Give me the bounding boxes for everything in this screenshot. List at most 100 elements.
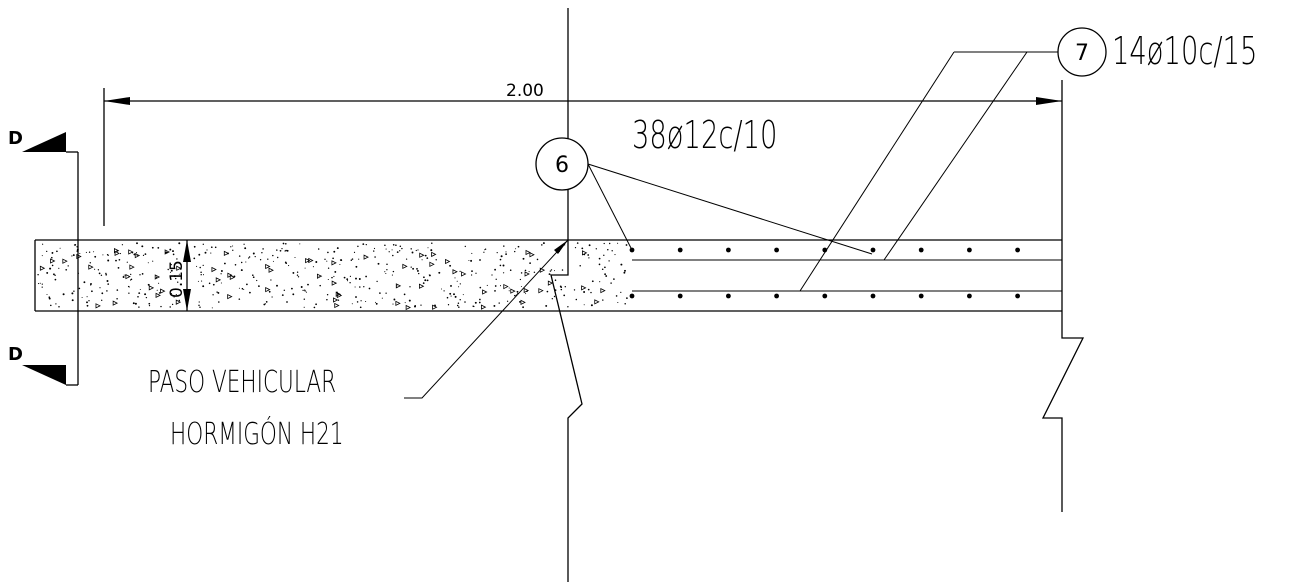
hatch-dot (249, 291, 251, 294)
slab-outline (34, 239, 1062, 312)
section-arrow-bottom (22, 365, 66, 385)
hatch-dot (357, 245, 359, 248)
hatch-dot (138, 292, 141, 294)
hatch-dot (54, 278, 57, 281)
hatch-dot (176, 258, 178, 260)
hatch-dot (102, 254, 104, 256)
hatch-dot (305, 291, 307, 293)
hatch-dot (296, 274, 299, 276)
hatch-dot (48, 296, 51, 299)
hatch-dot (508, 290, 510, 292)
hatch-dot (315, 261, 318, 263)
hatch-dot (300, 286, 303, 288)
hatch-dot (37, 283, 40, 285)
hatch-dot (430, 249, 433, 252)
reinforcement-bars (632, 259, 1062, 292)
rebar-dot (677, 247, 683, 253)
hatch-dot (359, 306, 362, 309)
hatch-dot (602, 299, 604, 301)
hatch-dot (373, 250, 375, 252)
thickness-label: 0.15 (167, 260, 187, 298)
hatch-dot (604, 266, 606, 269)
hatch-dot (73, 290, 75, 292)
hatch-dot (388, 251, 390, 253)
hatch-aggregate (510, 288, 516, 294)
hatch-dot (284, 250, 286, 252)
hatch-aggregate (211, 266, 217, 273)
hatch-dot (252, 276, 255, 279)
hatch-dot (72, 254, 75, 257)
hatch-dot (292, 293, 295, 296)
hatch-aggregate (395, 283, 402, 289)
hatch-dot (105, 273, 108, 276)
hatch-dot (252, 274, 254, 276)
hatch-dot (475, 272, 477, 274)
hatch-dot (285, 243, 287, 245)
hatch-dot (332, 257, 334, 260)
hatch-dot (453, 293, 455, 296)
hatch-dot (151, 246, 154, 249)
hatch-dot (392, 254, 394, 257)
hatch-dot (418, 272, 420, 275)
hatch-dot (139, 274, 141, 276)
hatch-dot (414, 305, 417, 307)
hatch-aggregate (529, 252, 535, 258)
hatch-dot (202, 264, 204, 267)
hatch-dot (71, 292, 74, 295)
hatch-dot (608, 242, 611, 245)
hatch-dot (169, 265, 171, 267)
hatch-dot (522, 257, 525, 260)
hatch-dot (88, 300, 90, 302)
hatch-dot (262, 248, 264, 250)
hatch-dot (178, 273, 180, 275)
hatch-dot (58, 267, 60, 269)
hatch-dot (294, 256, 296, 259)
hatch-dot (363, 286, 365, 288)
hatch-dot (625, 244, 628, 246)
hatch-dot (318, 275, 320, 277)
hatch-dot (458, 286, 460, 288)
hatch-dot (360, 300, 362, 302)
hatch-dot (261, 252, 263, 254)
hatch-aggregate (268, 267, 274, 273)
hatch-aggregate (419, 283, 425, 289)
hatch-dot (200, 271, 202, 273)
hatch-dot (377, 262, 380, 265)
hatch-dot (158, 282, 160, 284)
hatch-dot (67, 265, 69, 267)
hatch-dot (324, 258, 326, 260)
hatch-dot (303, 306, 305, 308)
hatch-dot (353, 251, 356, 254)
hatch-dot (449, 292, 452, 295)
hatch-dot (428, 274, 430, 276)
hatch-dot (536, 258, 539, 261)
hatch-dot (464, 301, 466, 303)
hatch-aggregate (395, 300, 401, 307)
hatch-dot (605, 275, 608, 277)
hatch-dot (386, 269, 388, 271)
hatch-dot (94, 268, 96, 270)
hatch-dot (276, 249, 278, 251)
hatch-dot (288, 265, 290, 267)
callout-7-leader-a (799, 51, 955, 292)
hatch-dot (220, 270, 223, 272)
hatch-dot (440, 288, 443, 290)
hatch-dot (46, 250, 48, 253)
hatch-dot (212, 294, 214, 296)
hatch-dot (623, 271, 626, 274)
hatch-dot (499, 264, 502, 267)
hatch-dot (484, 249, 486, 251)
hatch-dot (403, 293, 406, 296)
hatch-dot (471, 270, 473, 272)
hatch-dot (240, 261, 243, 264)
rebar-dot (726, 247, 731, 253)
hatch-dot (614, 254, 616, 256)
hatch-dot (263, 303, 266, 306)
hatch-dot (470, 259, 473, 262)
hatch-dot (491, 274, 493, 276)
hatch-dot (333, 275, 335, 278)
hatch-dot (458, 306, 460, 308)
hatch-dot (208, 282, 211, 285)
hatch-dot (105, 272, 107, 275)
hatch-dot (141, 245, 144, 248)
